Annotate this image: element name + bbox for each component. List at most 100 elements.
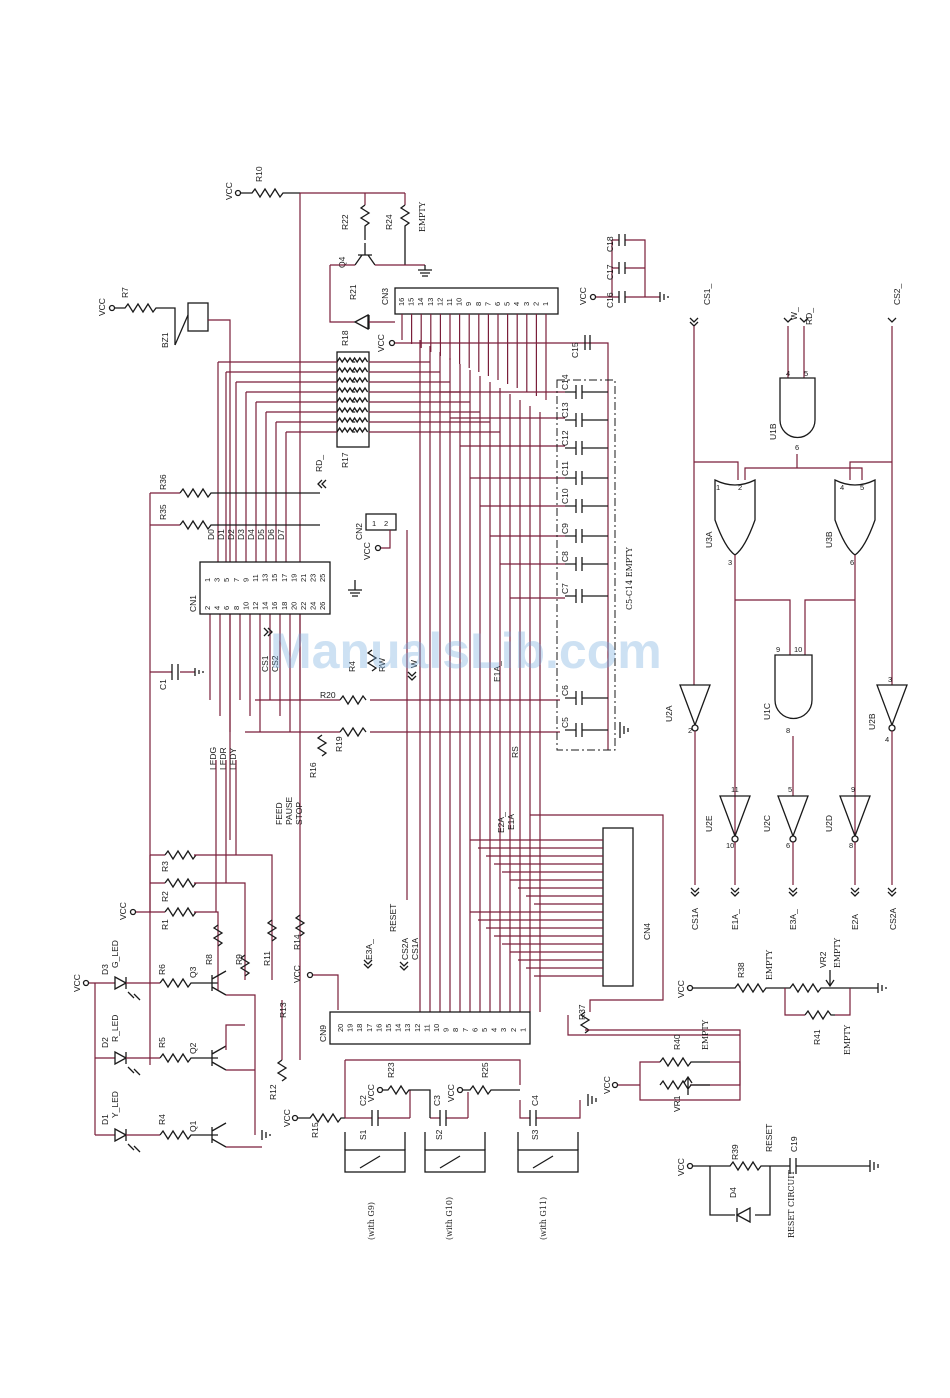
d1-label: D1 bbox=[100, 1114, 110, 1125]
reset-circuit-note: RESET CIRCUIT bbox=[787, 1170, 796, 1238]
cn3-pin-3: 3 bbox=[522, 302, 531, 306]
s3-switch[interactable] bbox=[517, 1149, 579, 1173]
r24-label: R24 bbox=[384, 214, 394, 230]
c16-label: C16 bbox=[605, 292, 615, 308]
cn9-pin-1: 1 bbox=[518, 1028, 527, 1032]
r38-label: R38 bbox=[736, 962, 746, 978]
u1c-pin9: 9 bbox=[776, 645, 780, 654]
cn1-pin-9: 9 bbox=[241, 578, 250, 582]
cn9-pin-9: 9 bbox=[442, 1028, 451, 1032]
u2c-pin5: 5 bbox=[788, 785, 792, 794]
vcc-label-vr1: VCC bbox=[602, 1076, 612, 1094]
cn9-pin-13: 13 bbox=[403, 1024, 412, 1032]
cn3-pin-1: 1 bbox=[541, 302, 550, 306]
c5-c14-empty-note: C5-C14 EMPTY bbox=[625, 546, 634, 610]
cn3-pin-4: 4 bbox=[512, 302, 521, 306]
r24-empty-note: EMPTY bbox=[418, 201, 427, 232]
decoupling-caps: VCC C18 C17 C16 bbox=[578, 234, 669, 308]
c6-label: C6 bbox=[560, 685, 570, 696]
r2-label: R2 bbox=[160, 891, 170, 902]
e1a-underscore-label: E1A_ bbox=[492, 661, 502, 682]
r9-label: R9 bbox=[234, 954, 244, 965]
r5-label: R5 bbox=[157, 1037, 167, 1048]
cn1-pin-17: 17 bbox=[280, 574, 289, 582]
cs2-net-label: CS2 bbox=[270, 655, 280, 672]
r-led-label: R_LED bbox=[110, 1015, 120, 1042]
c13-capacitor bbox=[565, 413, 608, 427]
vcc-label-leds: VCC bbox=[72, 974, 82, 992]
rd-underscore-label: RD_ bbox=[804, 308, 814, 325]
vcc-label-r23: VCC bbox=[366, 1084, 376, 1102]
cn4-label: CN4 bbox=[642, 923, 652, 940]
u1c-pin10: 10 bbox=[794, 645, 802, 654]
r13-label: R13 bbox=[278, 1002, 288, 1018]
u2d-pin8: 8 bbox=[849, 841, 853, 850]
r38-empty-note: EMPTY bbox=[765, 949, 774, 980]
logic-gates: CS1_ W_ RD_ CS2_ 4 5 6 U1B 1 2 3 U3A 4 5… bbox=[664, 283, 908, 930]
s3-note: (with G11) bbox=[539, 1197, 548, 1240]
u3a-pin3: 3 bbox=[728, 558, 732, 567]
u2c-pin6: 6 bbox=[786, 841, 790, 850]
s1-switch[interactable] bbox=[344, 1149, 406, 1173]
w-net-label: W bbox=[409, 660, 419, 668]
c13-label: C13 bbox=[560, 402, 570, 418]
u3a-label: U3A bbox=[704, 531, 714, 548]
cn3-label: CN3 bbox=[380, 288, 390, 305]
vr1-section: VCC R40 EMPTY VR1 bbox=[602, 1019, 741, 1112]
vcc-label-reset: VCC bbox=[676, 1158, 686, 1176]
r15-label: R15 bbox=[310, 1122, 320, 1138]
r1-label: R1 bbox=[160, 919, 170, 930]
e1a-net-label: E1A bbox=[506, 814, 516, 830]
cn9-pin-15: 15 bbox=[384, 1024, 393, 1032]
d2-label: D2 bbox=[100, 1037, 110, 1048]
c5-capacitor bbox=[565, 723, 608, 737]
c10-capacitor bbox=[565, 499, 608, 513]
cn3-pin-8: 8 bbox=[474, 302, 483, 306]
cn3-pin-16: 16 bbox=[397, 298, 406, 306]
q2-label: Q2 bbox=[188, 1042, 198, 1054]
u2d-label: U2D bbox=[824, 815, 834, 832]
cn9-pin-12: 12 bbox=[413, 1024, 422, 1032]
r16-label: R16 bbox=[308, 762, 318, 778]
r8-label: R8 bbox=[204, 954, 214, 965]
r35-r36: R36 R35 bbox=[149, 474, 320, 1065]
u2e-label: U2E bbox=[704, 815, 714, 832]
r40-label: R40 bbox=[672, 1034, 682, 1050]
array-resistor bbox=[336, 416, 369, 424]
cn1-data-d1: D1 bbox=[216, 529, 226, 540]
cn1-pin-25: 25 bbox=[318, 574, 327, 582]
array-resistor bbox=[336, 396, 369, 404]
s2-switch[interactable] bbox=[424, 1149, 486, 1173]
cn1-connector bbox=[199, 561, 331, 615]
g-led-label: G_LED bbox=[110, 940, 120, 968]
c8-capacitor bbox=[565, 557, 608, 571]
cn1-data-d6: D6 bbox=[266, 529, 276, 540]
u3b-pin4: 4 bbox=[840, 483, 844, 492]
u2b-label: U2B bbox=[867, 713, 877, 730]
r25-label: R25 bbox=[480, 1062, 490, 1078]
cn1-pin-5: 5 bbox=[222, 578, 231, 582]
cn9-pin-4: 4 bbox=[490, 1028, 499, 1032]
u3b-pin5: 5 bbox=[860, 483, 864, 492]
e2a-out-label: E2A bbox=[850, 914, 860, 930]
r12-label: R12 bbox=[268, 1084, 278, 1100]
u2b-pin3: 3 bbox=[888, 675, 892, 684]
c14-label: C14 bbox=[560, 374, 570, 390]
vcc-label-r15: VCC bbox=[282, 1109, 292, 1127]
u3a-pin2: 2 bbox=[738, 483, 742, 492]
c2-label: C2 bbox=[358, 1095, 368, 1106]
cn1-pin-11: 11 bbox=[251, 574, 260, 582]
r14-label: R14 bbox=[292, 934, 302, 950]
cn3-pin-12: 12 bbox=[435, 298, 444, 306]
array-resistor bbox=[336, 426, 369, 434]
e3a-underscore-label: E3A_ bbox=[364, 939, 374, 960]
cn4-connector bbox=[602, 827, 634, 987]
feed-net-label: FEED bbox=[274, 802, 284, 825]
resistor-array-zigzags bbox=[336, 356, 369, 434]
cn9-pin-2: 2 bbox=[509, 1028, 518, 1032]
vcc-label-rarray: VCC bbox=[376, 334, 386, 352]
